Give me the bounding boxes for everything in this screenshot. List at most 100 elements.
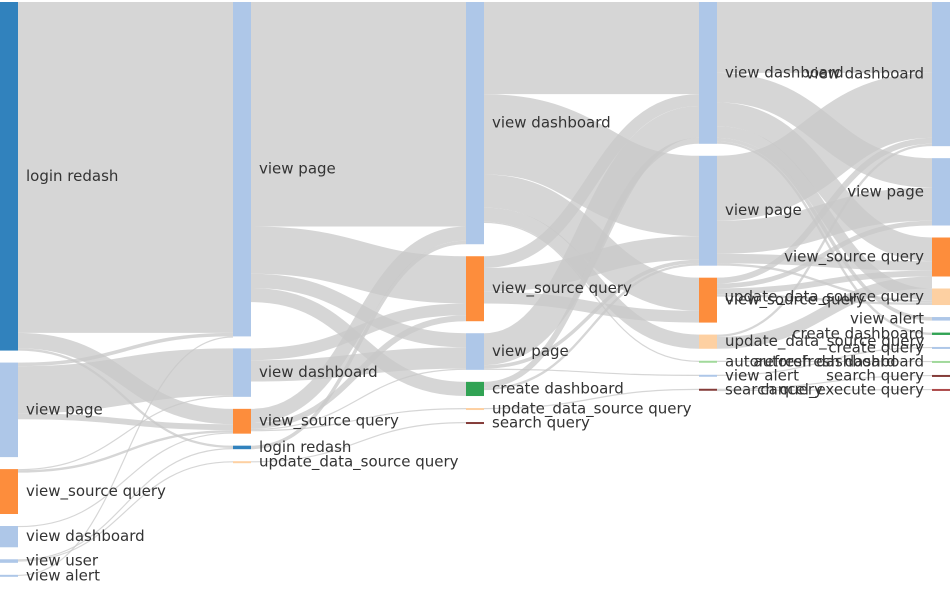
link-s1-alert-to-s2-page[interactable] xyxy=(17,336,234,576)
label-s1-source: view_source query xyxy=(26,482,166,501)
node-s4-search-search-query[interactable] xyxy=(699,388,717,391)
label-s5-source: view_source query xyxy=(784,248,924,267)
link-s2-login-to-s3-dash[interactable] xyxy=(250,240,467,450)
node-s3-create-create-dashboard[interactable] xyxy=(466,381,484,397)
node-s5-search-search-query[interactable] xyxy=(932,374,950,377)
node-s2-update-update-data-source-query[interactable] xyxy=(233,461,251,464)
link-s3-page-to-s4-dash[interactable] xyxy=(482,105,701,366)
label-s2-dash: view dashboard xyxy=(259,363,378,381)
node-s4-source-view-source-query[interactable] xyxy=(699,277,717,323)
label-s5-search: search query xyxy=(826,366,924,384)
node-s4-dash-view-dashboard[interactable] xyxy=(699,2,717,144)
link-s1-page-to-s2-page[interactable] xyxy=(17,332,234,367)
label-s1-alert: view alert xyxy=(26,566,100,584)
node-s5-source-view-source-query[interactable] xyxy=(932,237,950,277)
link-s3-source-to-s4-source[interactable] xyxy=(483,291,700,323)
links-layer xyxy=(17,1,934,576)
node-s5-dash-view-dashboard[interactable] xyxy=(932,2,950,147)
label-s2-update: update_data_source query xyxy=(259,453,459,472)
label-s5-alert: view alert xyxy=(850,309,924,327)
link-s3-dash-to-s4-update[interactable] xyxy=(483,207,700,349)
node-s3-source-view-source-query[interactable] xyxy=(466,256,484,322)
link-s1-source-to-s2-source[interactable] xyxy=(17,430,234,473)
node-s4-auto-autorefresh-dashboard[interactable] xyxy=(699,360,717,363)
node-s5-cancel-cancel-execute-query[interactable] xyxy=(932,388,950,391)
node-s2-page-view-page[interactable] xyxy=(233,2,251,337)
node-s4-update-update-data-source-query[interactable] xyxy=(699,334,717,349)
link-s4-update-to-s5-source[interactable] xyxy=(716,276,933,349)
node-s2-source-view-source-query[interactable] xyxy=(233,408,251,434)
link-s3-update-to-s4-search[interactable] xyxy=(483,388,700,410)
label-s5-cquery: create query xyxy=(828,338,924,356)
label-s3-update: update_data_source query xyxy=(492,400,692,419)
node-s1-login-login-redash[interactable] xyxy=(0,2,18,351)
link-s4-page-to-s5-page[interactable] xyxy=(716,187,933,254)
node-s1-page-view-page[interactable] xyxy=(0,362,18,458)
link-s4-source-to-s5-source[interactable] xyxy=(716,270,933,295)
node-s1-dash-view-dashboard[interactable] xyxy=(0,526,18,548)
link-s4-source-to-s5-update[interactable] xyxy=(716,294,933,306)
link-s1-page-to-s2-source[interactable] xyxy=(17,413,234,431)
label-s4-source: view_source query xyxy=(725,291,865,310)
label-s4-alert: view alert xyxy=(725,366,799,384)
link-s4-alert-to-s5-cquery[interactable] xyxy=(716,346,933,376)
label-s3-source: view_source query xyxy=(492,279,632,298)
label-s3-dash: view dashboard xyxy=(492,114,611,132)
label-s5-create: create dashboard xyxy=(792,324,924,342)
link-s4-search-to-s5-cancel[interactable] xyxy=(716,388,933,392)
link-s2-source-to-s3-dash[interactable] xyxy=(250,226,467,424)
node-s3-update-update-data-source-query[interactable] xyxy=(466,408,484,411)
link-s2-source-to-s3-update[interactable] xyxy=(250,408,467,432)
link-s3-page-to-s4-page[interactable] xyxy=(483,259,700,369)
link-s1-dash-to-s2-source[interactable] xyxy=(17,432,234,528)
link-s4-source-to-s5-dash[interactable] xyxy=(716,137,933,284)
node-s5-create-create-dashboard[interactable] xyxy=(932,332,950,335)
label-s4-update: update_data_source query xyxy=(725,332,925,351)
node-s5-update-update-data-source-query[interactable] xyxy=(932,288,950,306)
label-s4-dash: view dashboard xyxy=(725,63,844,81)
node-s4-alert-view-alert[interactable] xyxy=(699,374,717,377)
link-s3-source-to-s4-dash[interactable] xyxy=(483,94,700,269)
node-s3-search-search-query[interactable] xyxy=(466,422,484,425)
link-s4-update-to-s5-dash[interactable] xyxy=(716,143,933,337)
link-s3-create-to-s4-dash[interactable] xyxy=(483,137,700,388)
node-s3-page-view-page[interactable] xyxy=(466,333,484,370)
link-s4-page-to-s5-dash[interactable] xyxy=(715,72,934,221)
node-s5-alert-view-alert[interactable] xyxy=(932,317,950,321)
link-s3-page-to-s4-alert[interactable] xyxy=(483,368,700,376)
label-s2-login: login redash xyxy=(259,438,351,456)
link-s1-user-to-s2-login[interactable] xyxy=(17,448,234,561)
node-s2-dash-view-dashboard[interactable] xyxy=(233,348,251,397)
node-s1-user-view-user[interactable] xyxy=(0,559,18,563)
label-s3-search: search query xyxy=(492,414,590,432)
label-s5-page: view page xyxy=(847,182,924,200)
link-s2-dash-to-s3-page[interactable] xyxy=(250,347,467,382)
link-s1-user-to-s2-update[interactable] xyxy=(17,461,234,562)
link-s4-source-to-s5-page[interactable] xyxy=(716,220,933,289)
link-s2-source-to-s3-page[interactable] xyxy=(250,368,467,431)
link-s3-create-to-s4-page[interactable] xyxy=(483,263,700,391)
label-s5-update: update_data_source query xyxy=(724,287,924,306)
node-s4-page-view-page[interactable] xyxy=(699,155,717,266)
node-s2-login-login-redash[interactable] xyxy=(233,445,251,450)
link-s3-dash-to-s4-auto[interactable] xyxy=(483,221,700,362)
node-s3-dash-view-dashboard[interactable] xyxy=(466,2,484,245)
node-s1-source-view-source-query[interactable] xyxy=(0,469,18,515)
node-s5-auto-autorefresh-dashboard[interactable] xyxy=(932,360,950,363)
link-s2-page-to-s3-source[interactable] xyxy=(250,226,467,304)
node-s1-alert-view-alert[interactable] xyxy=(0,574,18,577)
link-s2-source-to-s3-source[interactable] xyxy=(250,315,467,429)
node-s5-page-view-page[interactable] xyxy=(932,158,950,226)
link-s2-page-to-s3-page[interactable] xyxy=(250,273,467,348)
link-s4-search-to-s5-search[interactable] xyxy=(716,374,933,390)
link-s1-source-to-s2-dash[interactable] xyxy=(17,395,234,471)
label-s1-login: login redash xyxy=(26,167,118,185)
link-s4-page-to-s5-source[interactable] xyxy=(716,253,933,271)
link-s3-dash-to-s4-page[interactable] xyxy=(482,94,701,237)
node-s5-cquery-create-query[interactable] xyxy=(932,346,950,349)
link-s1-page-to-s2-dash[interactable] xyxy=(17,348,234,414)
label-s3-create: create dashboard xyxy=(492,379,624,397)
link-s2-update-to-s3-search[interactable] xyxy=(250,422,467,463)
